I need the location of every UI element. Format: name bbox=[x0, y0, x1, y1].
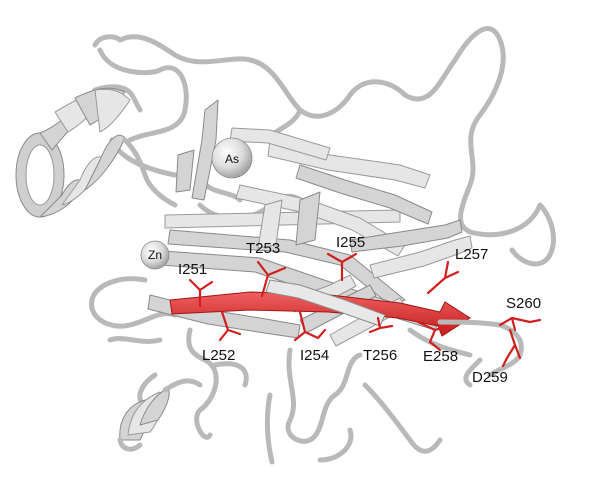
side-chain-i255 bbox=[326, 252, 358, 282]
side-chain-l252 bbox=[218, 310, 242, 342]
side-chain-l257 bbox=[426, 260, 460, 295]
alpha-helix bbox=[15, 84, 178, 218]
side-chain-t256 bbox=[368, 316, 394, 334]
bottom-loops bbox=[264, 347, 443, 465]
side-chain-t253 bbox=[256, 260, 287, 298]
residue-label-l252: L252 bbox=[202, 347, 235, 364]
residue-label-i254: I254 bbox=[300, 347, 329, 364]
residue-label-t253: T253 bbox=[246, 240, 280, 257]
right-loop bbox=[467, 202, 556, 267]
left-loop bbox=[89, 276, 178, 329]
side-chain-i251 bbox=[188, 278, 214, 308]
side-chain-s260 bbox=[498, 316, 542, 332]
ion-as: As bbox=[211, 137, 253, 179]
small-helix bbox=[117, 378, 203, 452]
residue-label-e258: E258 bbox=[423, 348, 458, 365]
lower-left-loop bbox=[107, 327, 219, 440]
residue-label-s260: S260 bbox=[506, 295, 541, 312]
side-chain-i254 bbox=[293, 310, 327, 342]
top-right-loop bbox=[402, 26, 506, 235]
residue-label-i255: I255 bbox=[336, 234, 365, 251]
residue-label-d259: D259 bbox=[472, 369, 508, 386]
residue-label-l257: L257 bbox=[455, 246, 488, 263]
ion-zn: Zn bbox=[140, 240, 170, 270]
ion-label-as: As bbox=[225, 152, 239, 166]
residue-labels: I251 L252 T253 I254 I255 T256 L257 E258 … bbox=[178, 234, 541, 386]
side-chain-e258 bbox=[416, 320, 450, 352]
upper-left-loop bbox=[92, 34, 189, 143]
ion-label-zn: Zn bbox=[148, 248, 162, 262]
residue-label-i251: I251 bbox=[178, 261, 207, 278]
side-chain-d259 bbox=[501, 328, 522, 368]
highlight-strand bbox=[169, 279, 524, 378]
side-chains bbox=[188, 252, 542, 368]
protein-backbone bbox=[89, 26, 556, 465]
residue-label-t256: T256 bbox=[363, 347, 397, 364]
right-lower-loop bbox=[407, 327, 483, 388]
top-loop bbox=[117, 34, 408, 119]
